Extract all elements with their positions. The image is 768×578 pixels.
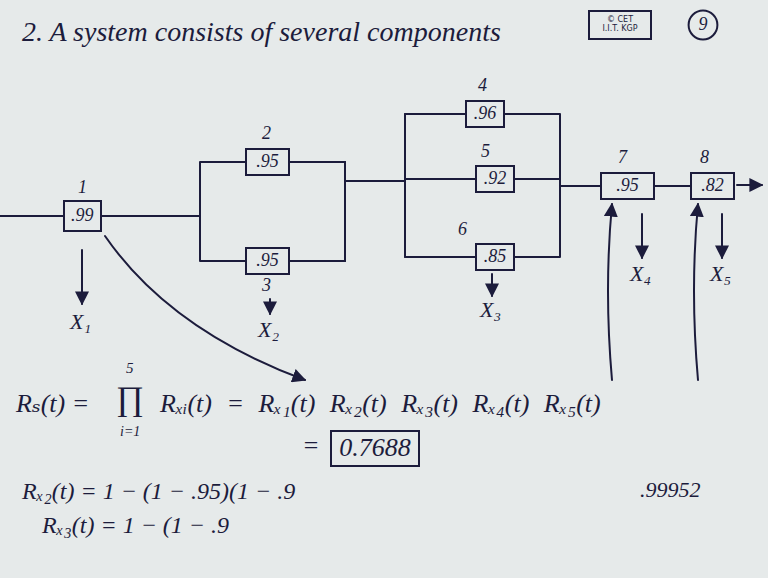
leader-arrow: [81, 250, 83, 304]
connector: [515, 179, 600, 186]
formula: Rₓ₂(t) = 1 − (1 − .95)(1 − .9: [22, 478, 295, 504]
heading: 2. A system consists of several componen…: [22, 16, 501, 48]
formula: Rₓ₃(t) = 1 − (1 − .9: [42, 512, 229, 538]
formula: Rₛ(t) =: [16, 390, 89, 419]
leader-arrow: [641, 214, 643, 258]
connector: [290, 179, 475, 261]
variable-name: X₅: [710, 262, 731, 286]
leader-arrow: [491, 274, 493, 296]
callout-number: 4: [478, 76, 487, 96]
connector: [290, 181, 475, 261]
connector: [515, 186, 600, 257]
callout-number: 8: [700, 148, 709, 168]
variable-name: X₂: [258, 318, 279, 342]
box-text: .99: [71, 206, 94, 226]
connector: [102, 216, 246, 261]
component-box: .95: [245, 148, 290, 176]
box-text: © CET: [607, 16, 633, 25]
leader-arrow: [269, 299, 271, 314]
stamp-box: © CETI.I.T. KGP: [588, 10, 652, 40]
connector: [655, 185, 690, 187]
pointer-arrow: [694, 204, 698, 380]
callout-number: 3: [262, 276, 271, 296]
connector: [102, 162, 246, 216]
connector: [290, 162, 475, 257]
callout-number: 7: [618, 148, 627, 168]
pointer-arrow: [608, 204, 612, 380]
box-text: .96: [474, 104, 497, 124]
product-limit: 5: [126, 360, 134, 377]
component-box: .95: [245, 247, 290, 275]
variable-name: X₁: [70, 310, 91, 334]
component-box: .96: [465, 100, 505, 128]
component-box: .85: [475, 243, 515, 271]
connector: [290, 114, 465, 181]
callout-number: 6: [458, 220, 467, 240]
pointer-arrow: [105, 236, 305, 380]
output-arrow: [737, 184, 762, 186]
result-box: 0.7688: [330, 430, 420, 467]
connector: [505, 114, 600, 186]
formula: =: [302, 432, 320, 461]
formula: Rₓᵢ(t) = Rₓ₁(t) Rₓ₂(t) Rₓ₃(t) Rₓ₄(t) Rₓ₅…: [160, 390, 601, 419]
box-text: .82: [701, 176, 724, 196]
callout-number: 2: [262, 124, 271, 144]
box-text: .95: [256, 152, 279, 172]
box-text: .95: [616, 176, 639, 196]
circle-outline: [689, 11, 718, 40]
component-box: .82: [690, 172, 735, 200]
input-line: [0, 215, 63, 217]
callout-number: 1: [78, 178, 87, 198]
product-symbol: ∏: [116, 380, 144, 417]
variable-name: X₄: [630, 262, 651, 286]
box-text: 9: [699, 15, 708, 35]
box-text: 0.7688: [339, 434, 411, 463]
page-number: 9: [688, 10, 718, 40]
callout-number: 5: [481, 142, 490, 162]
box-text: .95: [256, 251, 279, 271]
leader-arrow: [721, 214, 723, 258]
connector: [290, 114, 465, 261]
variable-name: X₃: [480, 298, 501, 322]
box-text: .92: [484, 169, 507, 189]
component-box: .99: [63, 200, 102, 232]
box-text: I.I.T. KGP: [602, 25, 637, 34]
component-box: .92: [475, 165, 515, 193]
result-value: .99952: [640, 478, 701, 502]
product-limit: i=1: [120, 424, 140, 439]
component-box: .95: [600, 172, 655, 200]
box-text: .85: [484, 247, 507, 267]
